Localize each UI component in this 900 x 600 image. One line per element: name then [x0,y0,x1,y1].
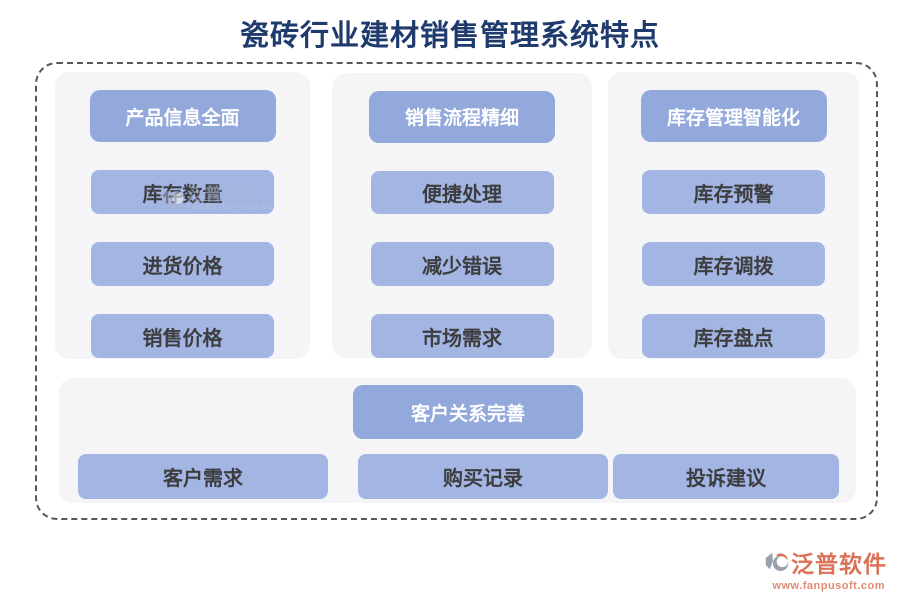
feature-item: 客户需求 [78,454,328,499]
brand-url: www.fanpusoft.com [772,580,885,592]
feature-item: 便捷处理 [370,170,554,215]
feature-item: 库存调拨 [642,242,825,286]
group-header: 客户关系完善 [353,385,583,439]
feature-item: 市场需求 [370,314,554,359]
dashed-frame: 产品信息全面 库存数量 进货价格 销售价格 销售流程精细 便捷处理 减少错误 市… [35,62,878,520]
feature-group-inventory: 库存管理智能化 库存预警 库存调拨 库存盘点 [608,72,859,359]
feature-item: 减少错误 [370,242,554,287]
brand-footer: 泛普软件 www.fanpusoft.com [765,548,887,592]
feature-item: 库存盘点 [642,314,825,358]
page-title: 瓷砖行业建材销售管理系统特点 [239,20,660,52]
feature-item: 投诉建议 [613,454,839,499]
feature-group-product-info: 产品信息全面 库存数量 进货价格 销售价格 [55,72,310,359]
group-header: 销售流程精细 [369,91,555,143]
feature-group-sales-process: 销售流程精细 便捷处理 减少错误 市场需求 [332,73,592,359]
feature-item: 进货价格 [91,242,274,286]
feature-item: 库存预警 [642,170,825,214]
fanpu-swirl-logo-icon [765,548,789,579]
feature-item: 销售价格 [91,314,274,358]
feature-item: 购买记录 [358,454,608,499]
feature-item: 库存数量 [91,170,274,214]
group-header: 库存管理智能化 [640,90,827,142]
feature-group-customer-relationship: 客户关系完善 客户需求 购买记录 投诉建议 [59,378,856,503]
brand-name: 泛普软件 [791,550,887,577]
group-header: 产品信息全面 [89,90,276,142]
